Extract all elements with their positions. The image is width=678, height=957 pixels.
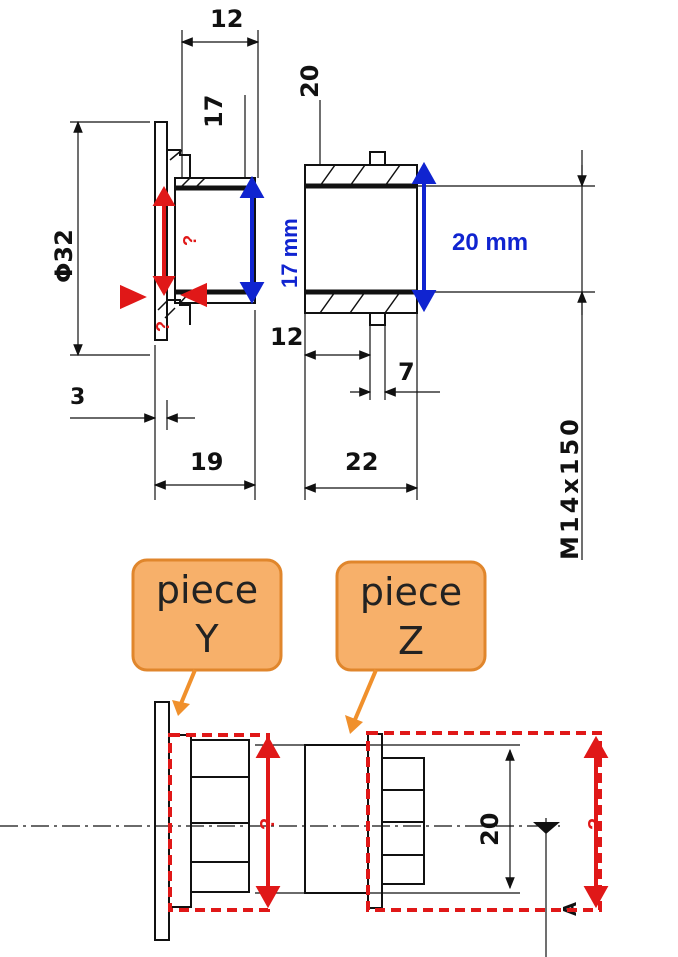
blue-measure-arrows	[239, 161, 437, 313]
red-pointer-right	[180, 282, 207, 308]
piece-z-collar	[369, 151, 386, 326]
piece-y-nut-side	[190, 739, 250, 893]
question-mark-bottom-right: ?	[585, 818, 607, 830]
dim-12-top: 12	[210, 5, 243, 33]
callout-z-line1: piece	[360, 570, 462, 614]
question-mark-top-2: ?	[153, 321, 173, 332]
piece-z-hatch	[319, 164, 401, 314]
dim-7: 7	[398, 358, 415, 386]
piece-y-flange	[154, 121, 168, 341]
dim-phi32: Φ32	[50, 229, 78, 283]
red-box-piece-z	[366, 731, 602, 912]
piece-y-hatch	[157, 149, 206, 319]
label-20mm: 20 mm	[452, 229, 528, 256]
dim-3: 3	[70, 385, 85, 410]
callout-piece-y: piece Y	[131, 558, 283, 716]
section-marker	[533, 822, 560, 834]
red-marks-top	[120, 185, 207, 310]
top-drawing	[70, 30, 595, 560]
dim-19: 19	[190, 448, 223, 476]
callout-piece-z: piece Z	[335, 560, 487, 734]
dim-22: 22	[345, 448, 378, 476]
piece-z-body-side	[304, 744, 369, 894]
piece-y-body	[174, 177, 256, 304]
callout-y-line2: Y	[194, 617, 219, 661]
piece-y-step-side	[168, 734, 192, 908]
dim-20-top: 20	[296, 65, 324, 98]
callout-y-line1: piece	[156, 568, 258, 612]
callout-z-line2: Z	[398, 619, 424, 663]
dim-20-bottom: 20	[476, 813, 504, 846]
label-17mm: 17 mm	[277, 218, 302, 288]
dim-17: 17	[200, 95, 228, 128]
question-mark-bottom-left: ?	[257, 818, 279, 830]
top-dimension-lines	[70, 30, 595, 560]
dim-12-mid: 12	[270, 323, 303, 351]
red-pointer-left	[120, 284, 147, 310]
piece-z-body	[304, 164, 418, 314]
question-mark-top-1: ?	[180, 235, 200, 246]
piece-y-flange-side	[154, 701, 170, 941]
piece-z-collar-side	[367, 733, 383, 909]
dim-m14x150: M14x150	[556, 416, 584, 560]
